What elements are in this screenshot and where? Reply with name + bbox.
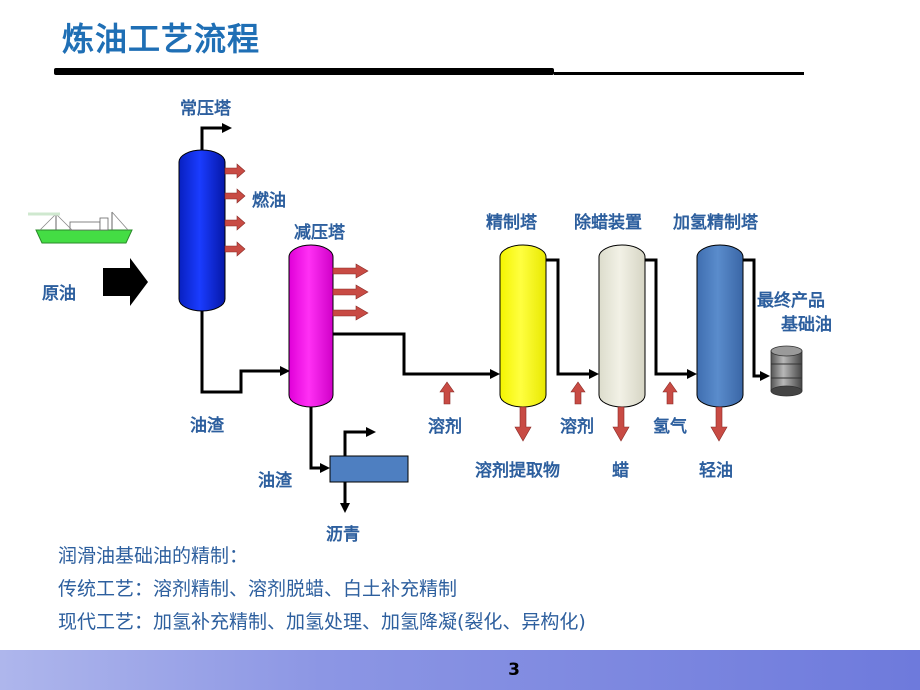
notes-block: 润滑油基础油的精制： 传统工艺：溶剂精制、溶剂脱蜡、白土补充精制 现代工艺：加氢…: [58, 540, 586, 639]
refining-tower-label: 精制塔: [486, 213, 537, 233]
dewaxing-unit: [598, 244, 646, 408]
oil-barrel-icon: [770, 345, 803, 397]
product-line: [743, 258, 762, 378]
footer-bar: [0, 650, 920, 690]
atm-top-arrowhead: [222, 123, 232, 133]
extract-label: 溶剂提取物: [475, 461, 560, 481]
refining-to-dewax-line: [546, 258, 591, 376]
light-oil-outlet-arrow: [710, 406, 728, 442]
hydrofinishing-tower: [696, 244, 744, 408]
vacuum-residue-line: [309, 407, 322, 470]
base-oil-label: 基础油: [781, 315, 832, 335]
deasphalt-top-line: [343, 430, 368, 456]
vacuum-side-draw-arrows: [332, 263, 369, 321]
hydrofinishing-tower-label: 加氢精制塔: [673, 213, 758, 233]
title-underline-thick: [54, 68, 554, 75]
solvent-inlet-arrow-2: [570, 381, 586, 405]
fuel-oil-draw-arrows: [224, 163, 246, 257]
atm-residue-line: [200, 311, 282, 394]
fuel-oil-label: 燃油: [252, 191, 286, 211]
asphalt-label: 沥青: [326, 525, 360, 545]
vacuum-to-refining-line: [333, 332, 492, 376]
solvent-inlet-arrow-1: [439, 381, 455, 405]
deasphalting-unit: [329, 455, 409, 483]
note-line-2: 传统工艺：溶剂精制、溶剂脱蜡、白土补充精制: [58, 578, 458, 600]
final-product-label: 最终产品: [757, 291, 825, 311]
crude-oil-label: 原油: [42, 284, 76, 304]
tanker-ship-icon: [28, 211, 133, 244]
title-underline-thin: [554, 72, 804, 75]
hydrogen-label: 氢气: [653, 417, 687, 437]
page-title: 炼油工艺流程: [62, 20, 261, 58]
vacuum-residue-label: 油渣: [258, 471, 292, 491]
page-number: 3: [508, 660, 520, 680]
atmospheric-tower: [178, 149, 226, 312]
atm-top-line: [200, 126, 224, 150]
vacuum-tower-label: 减压塔: [294, 223, 345, 243]
note-line-1: 润滑油基础油的精制：: [58, 545, 249, 567]
refining-tower: [499, 244, 547, 408]
hydrogen-inlet-arrow: [662, 381, 678, 405]
note-line-3: 现代工艺：加氢补充精制、加氢处理、加氢降凝(裂化、异构化): [58, 611, 586, 633]
solvent-label-2: 溶剂: [560, 417, 594, 437]
atmospheric-tower-label: 常压塔: [180, 99, 231, 119]
wax-label: 蜡: [612, 461, 629, 481]
light-oil-label: 轻油: [699, 461, 733, 481]
dewax-to-hydro-line: [645, 258, 689, 376]
vacuum-tower: [288, 244, 334, 408]
extract-outlet-arrow: [514, 406, 532, 442]
crude-inlet-arrow: [103, 258, 148, 306]
wax-outlet-arrow: [612, 406, 630, 442]
dewaxing-unit-label: 除蜡装置: [574, 213, 642, 233]
atm-residue-label: 油渣: [190, 416, 224, 436]
solvent-label-1: 溶剂: [428, 417, 462, 437]
